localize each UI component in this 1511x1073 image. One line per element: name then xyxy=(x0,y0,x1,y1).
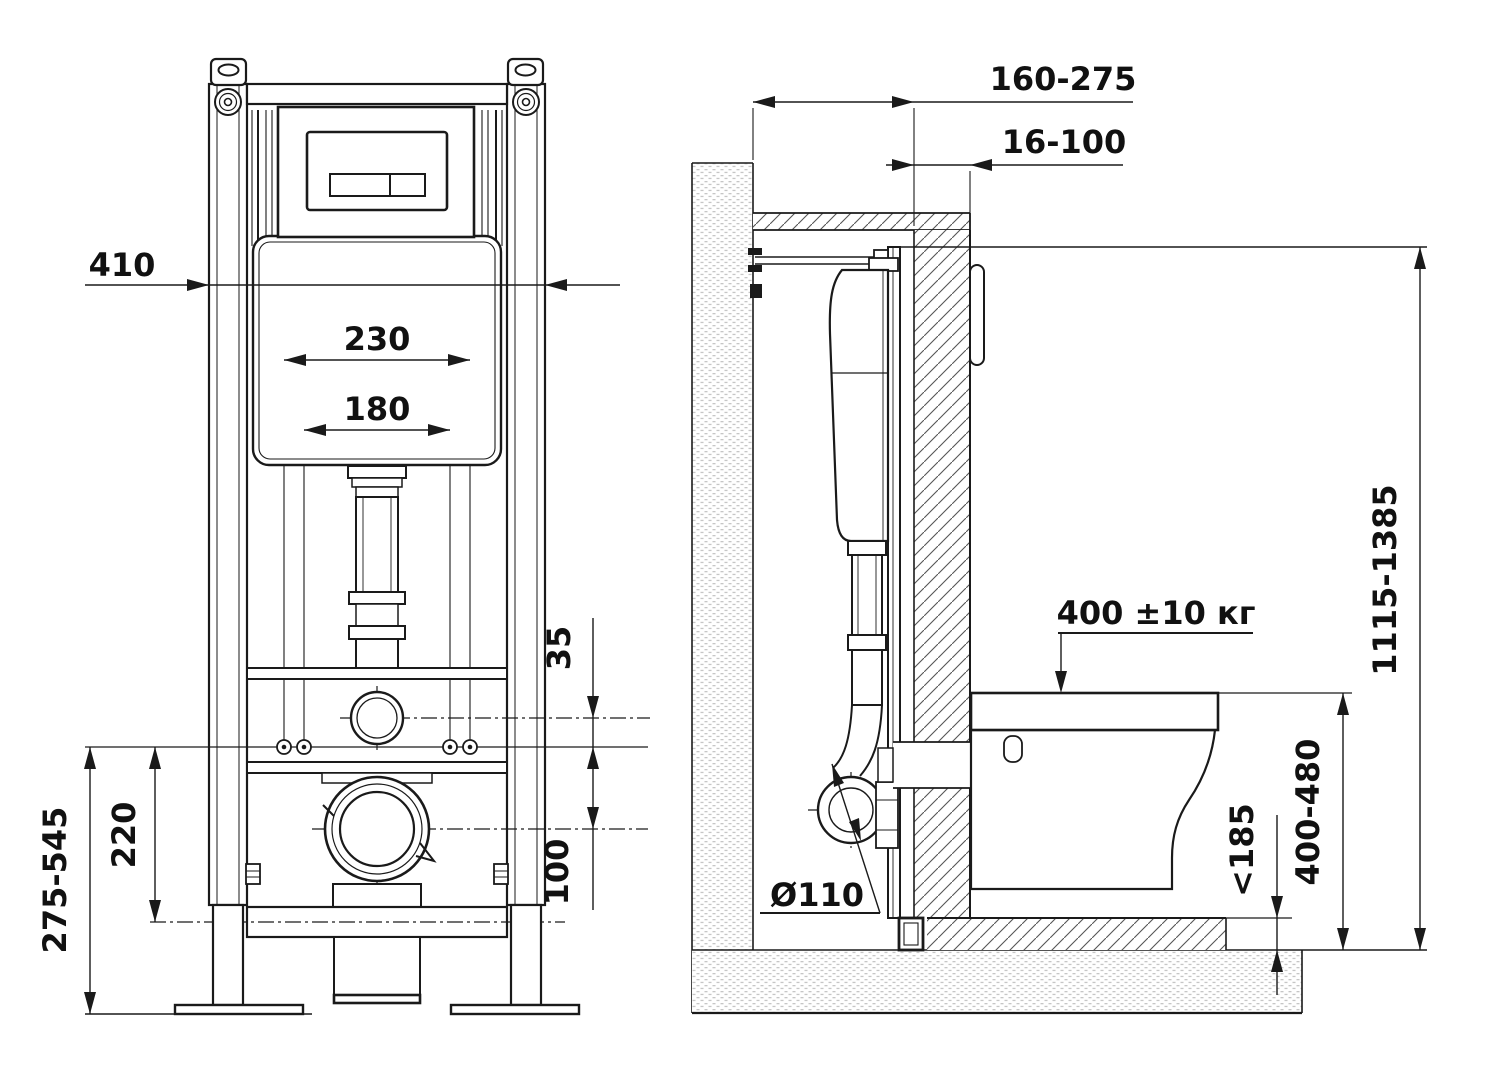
flush-buttons xyxy=(329,173,426,197)
dim-bolt-to-axis-label: 220 xyxy=(105,802,143,869)
niche-lintel xyxy=(753,212,971,231)
dim-frame-height: 1115-1385 xyxy=(900,246,1427,950)
drain-elbow xyxy=(808,772,899,849)
dim-bowl-height: 400-480 xyxy=(1218,692,1352,950)
dim-bowl-height-label: 400-480 xyxy=(1289,739,1327,886)
dim-frame-width-label: 410 xyxy=(89,246,156,284)
dim-drain-diameter: Ø110 xyxy=(760,763,881,914)
tank-support-crossbar xyxy=(246,667,508,680)
dim-frame-width: 410 xyxy=(85,246,620,291)
dim-inlet-offset-label: 35 xyxy=(540,626,578,671)
water-inlet-port xyxy=(340,686,650,750)
top-crossbar xyxy=(245,82,509,106)
flush-pipe-side xyxy=(832,540,887,777)
toilet-bowl xyxy=(969,691,1220,891)
cistern-tank xyxy=(251,234,503,467)
adjustment-screws xyxy=(214,88,540,116)
flush-plate-side xyxy=(969,264,985,366)
finished-floor xyxy=(927,917,1292,950)
fixing-bolt-holes xyxy=(276,739,478,755)
dim-finish-thickness-label: 16-100 xyxy=(1002,123,1127,161)
dim-bolt-to-floor-label: 275-545 xyxy=(36,807,74,954)
dim-wall-depth: 160-275 xyxy=(752,60,1137,226)
cistern-side xyxy=(828,257,899,543)
base-floor xyxy=(692,949,1427,1015)
load-annotation: 400 ±10 кг xyxy=(1055,594,1255,693)
dim-frame-height-label: 1115-1385 xyxy=(1366,484,1404,675)
dim-drain-offset-label: 100 xyxy=(538,839,576,906)
drain-socket xyxy=(312,772,648,890)
dim-outer-bolt-spacing-label: 230 xyxy=(344,320,411,358)
back-wall xyxy=(691,162,754,1013)
drain-pedestal xyxy=(332,883,422,908)
dim-outer-bolt-spacing: 230 xyxy=(284,320,470,366)
dim-wall-depth-label: 160-275 xyxy=(990,60,1137,98)
dim-finish-thickness: 16-100 xyxy=(886,123,1126,226)
dim-floor-buildup: <185 xyxy=(1223,803,1283,995)
finished-wall xyxy=(913,230,971,918)
dim-inner-bolt-spacing-label: 180 xyxy=(344,390,411,428)
frame-rails xyxy=(207,82,547,907)
dim-floor-buildup-label: <185 xyxy=(1223,803,1261,897)
dim-inlet-and-drain-offsets: 35 100 xyxy=(538,618,599,910)
lower-crossbar xyxy=(246,761,508,774)
load-annotation-label: 400 ±10 кг xyxy=(1057,594,1256,632)
bowl-outlet-pipe xyxy=(877,741,973,789)
wall-mount-tabs xyxy=(209,57,545,87)
cistern-side-strips xyxy=(251,110,503,246)
dim-drain-diameter-label: Ø110 xyxy=(770,876,864,914)
flush-plate xyxy=(305,130,449,212)
adjustable-feet xyxy=(173,863,581,1016)
dim-bolt-to-axis: 220 xyxy=(105,747,161,922)
drain-pipe-outlet xyxy=(332,936,422,1005)
dim-bolt-to-floor: 275-545 xyxy=(36,747,96,1014)
side-view: 160-275 16-100 1115-1385 400-480 xyxy=(691,60,1427,1015)
front-view: 410 230 180 35 100 xyxy=(36,57,650,1016)
flush-pipe xyxy=(347,465,407,669)
dim-inner-bolt-spacing: 180 xyxy=(304,390,450,436)
